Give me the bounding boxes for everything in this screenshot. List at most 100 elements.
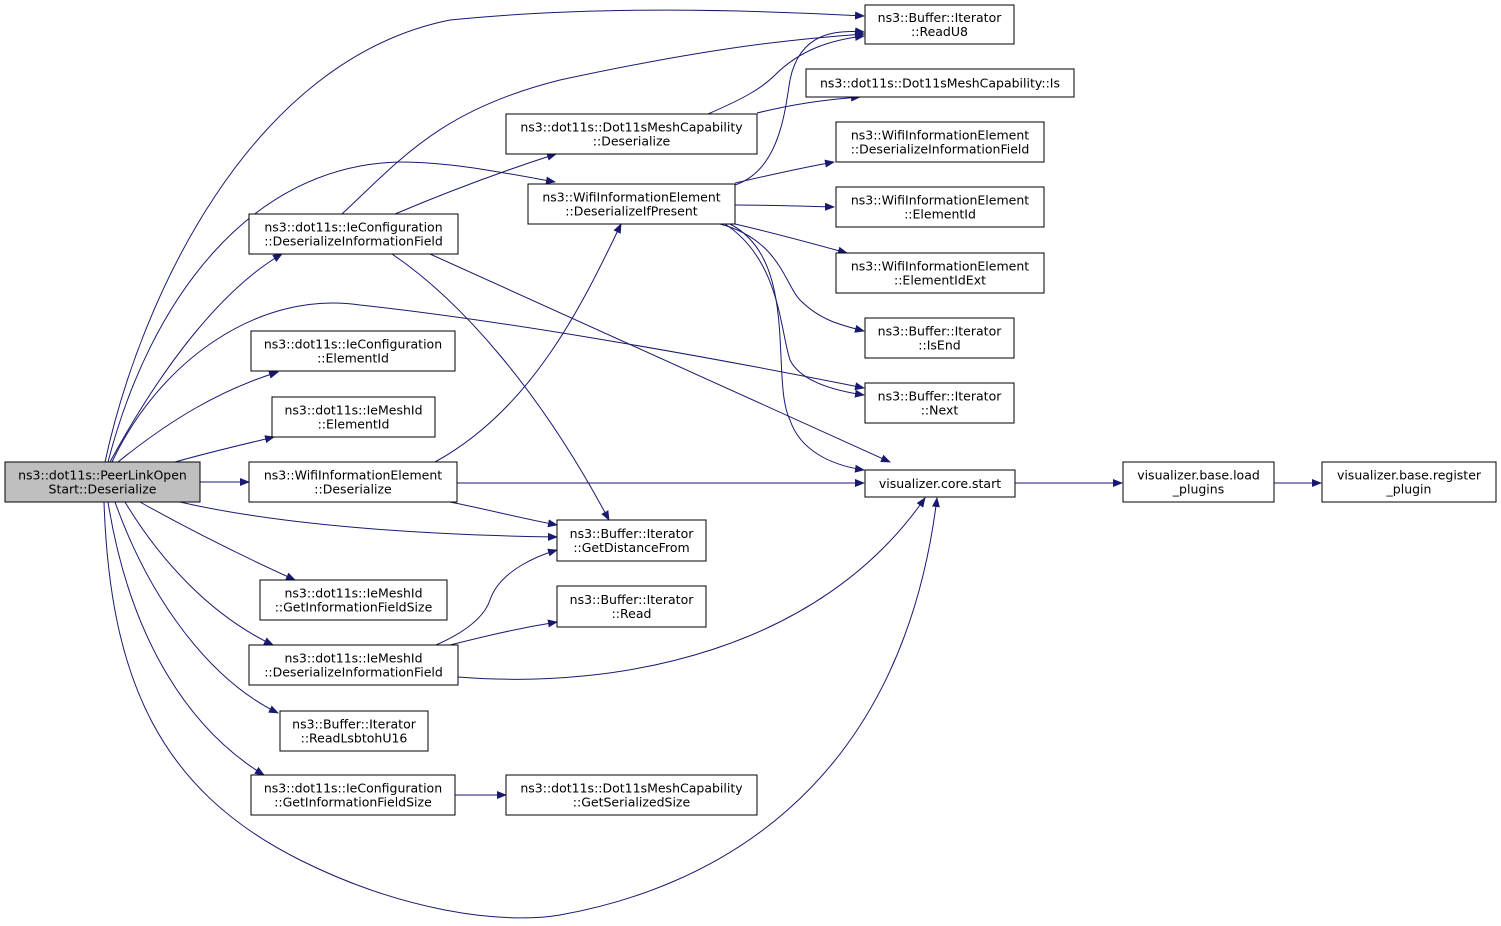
node-label-line: ns3::dot11s::PeerLinkOpen — [18, 468, 187, 483]
edge-root-ieconf-getinfosize — [107, 501, 265, 776]
node-visualizer-base-register-plugin[interactable]: visualizer.base.register_plugin — [1321, 461, 1497, 503]
edge-wieifpresent-readu8 — [734, 27, 865, 186]
node-buffer-iterator-readu8[interactable]: ns3::Buffer::Iterator::ReadU8 — [864, 4, 1015, 45]
node-label-line: ::ElementId — [318, 417, 390, 432]
node-box — [4, 461, 201, 503]
node-box — [556, 519, 707, 562]
edge-wiedeser-wieifpresent — [434, 223, 622, 463]
node-wifiinfoelement-elementid[interactable]: ns3::WifiInformationElement::ElementId — [835, 186, 1045, 228]
node-label-line: ns3::dot11s::Dot11sMeshCapability::Is — [820, 76, 1060, 91]
node-label-line: ::DeserializeInformationField — [264, 234, 443, 249]
node-label-line: ns3::WifiInformationElement — [542, 190, 720, 205]
edge-iemeshdeser-vizstart — [457, 497, 926, 680]
node-box — [556, 585, 707, 628]
node-iemeshid-elementid[interactable]: ns3::dot11s::IeMeshId::ElementId — [271, 396, 436, 438]
node-label-line: ns3::dot11s::IeConfiguration — [264, 220, 442, 235]
node-label-line: ::Deserialize — [593, 134, 671, 149]
node-box — [248, 213, 459, 255]
node-box — [259, 579, 448, 621]
edge-wieifpresent-isend — [719, 223, 865, 333]
node-label-line: ns3::dot11s::IeMeshId — [284, 403, 422, 418]
node-label-line: ns3::WifiInformationElement — [851, 193, 1029, 208]
edge-wieifpresent-next — [724, 223, 865, 398]
node-buffer-iterator-read[interactable]: ns3::Buffer::Iterator::Read — [556, 585, 707, 628]
edge-root-viz-start — [103, 497, 940, 919]
node-label-line: ::ReadU8 — [911, 24, 968, 39]
node-label-line: ::Read — [612, 606, 652, 621]
edge-root-iemesh-elementid — [174, 435, 275, 463]
node-peerlinkopen-deserialize[interactable]: ns3::dot11s::PeerLinkOpenStart::Deserial… — [4, 461, 201, 503]
edge-iemeshdeser-getdistance — [435, 548, 558, 646]
node-wifiinfoelement-deserializeinformationfield[interactable]: ns3::WifiInformationElement::Deserialize… — [835, 121, 1045, 163]
edge-wiedeser-getdistance — [449, 501, 558, 528]
edge-ieconf-readu8 — [341, 30, 865, 215]
node-label-line: ns3::Buffer::Iterator — [570, 592, 695, 607]
node-label-line: ns3::Buffer::Iterator — [570, 526, 695, 541]
node-label-line: ::IsEnd — [918, 338, 960, 353]
node-label-line: ns3::WifiInformationElement — [851, 259, 1029, 274]
node-box — [505, 113, 758, 155]
node-label-line: ::Next — [921, 403, 959, 418]
node-label-line: ns3::WifiInformationElement — [264, 468, 442, 483]
edge-root-getdistance — [179, 501, 558, 541]
node-box — [271, 396, 436, 438]
edge-root-iemesh-deser-info — [124, 501, 274, 646]
node-label-line: ::Deserialize — [314, 482, 392, 497]
edge-ieconf-meshcapdeser — [394, 152, 557, 215]
node-label-line: ns3::dot11s::IeConfiguration — [264, 337, 442, 352]
node-visualizer-base-load-plugins[interactable]: visualizer.base.load_plugins — [1122, 461, 1275, 503]
node-box — [864, 4, 1015, 45]
node-label-line: ns3::Buffer::Iterator — [878, 10, 1003, 25]
node-label-line: visualizer.core.start — [879, 476, 1001, 491]
node-buffer-iterator-isend[interactable]: ns3::Buffer::Iterator::IsEnd — [864, 317, 1015, 359]
node-label-line: ns3::Buffer::Iterator — [292, 717, 417, 732]
call-nodes: ns3::dot11s::PeerLinkOpenStart::Deserial… — [4, 4, 1497, 816]
node-box — [250, 330, 456, 372]
node-label-line: ::DeserializeInformationField — [851, 142, 1030, 157]
node-wifiinfoelement-elementidext[interactable]: ns3::WifiInformationElement::ElementIdEx… — [835, 252, 1045, 294]
node-label-line: visualizer.base.load — [1137, 468, 1260, 483]
node-label-line: ns3::dot11s::IeMeshId — [284, 586, 422, 601]
node-label-line: ::ElementId — [904, 207, 976, 222]
node-visualizer-core-start[interactable]: visualizer.core.start — [864, 469, 1016, 498]
node-ieconfiguration-elementid[interactable]: ns3::dot11s::IeConfiguration::ElementId — [250, 330, 456, 372]
edge-wieifpresent-wieelementidext — [734, 223, 848, 255]
node-box — [835, 186, 1045, 228]
node-wifiinfoelement-deserialize[interactable]: ns3::WifiInformationElement::Deserialize — [248, 461, 458, 503]
node-label-line: ns3::dot11s::Dot11sMeshCapability — [520, 120, 743, 135]
node-ieconfiguration-getinformationfieldsize[interactable]: ns3::dot11s::IeConfiguration::GetInforma… — [250, 774, 456, 816]
node-label-line: visualizer.base.register — [1337, 468, 1482, 483]
node-meshcapability-deserialize[interactable]: ns3::dot11s::Dot11sMeshCapability::Deser… — [505, 113, 758, 155]
node-box — [527, 183, 736, 225]
edge-wieifpresent-wieelementid — [734, 202, 835, 211]
edge-root-readu8 — [104, 9, 865, 463]
edge-root-iemesh-getinfosize — [139, 501, 296, 581]
edge-root-readlsb — [114, 501, 279, 714]
node-label-line: ::GetInformationFieldSize — [274, 795, 432, 810]
call-edges — [103, 9, 1322, 919]
node-buffer-iterator-next[interactable]: ns3::Buffer::Iterator::Next — [864, 382, 1015, 424]
node-meshcapability-is[interactable]: ns3::dot11s::Dot11sMeshCapability::Is — [805, 68, 1075, 98]
node-label-line: ::ElementId — [317, 351, 389, 366]
node-meshcapability-getserializedsize[interactable]: ns3::dot11s::Dot11sMeshCapability::GetSe… — [505, 774, 758, 816]
node-iemeshid-deserializeinformationfield[interactable]: ns3::dot11s::IeMeshId::DeserializeInform… — [248, 644, 459, 686]
node-box — [864, 469, 1016, 498]
edge-meshcapdeser-is — [756, 93, 861, 114]
node-wifiinfoelement-deserializeifpresent[interactable]: ns3::WifiInformationElement::Deserialize… — [527, 183, 736, 225]
node-label-line: ::ReadLsbtohU16 — [301, 731, 408, 746]
node-buffer-iterator-readlsbtohu16[interactable]: ns3::Buffer::Iterator::ReadLsbtohU16 — [279, 710, 429, 752]
edge-iemeshdeser-read — [449, 619, 558, 646]
node-iemeshid-getinformationfieldsize[interactable]: ns3::dot11s::IeMeshId::GetInformationFie… — [259, 579, 448, 621]
node-box — [864, 317, 1015, 359]
node-label-line: ns3::dot11s::IeMeshId — [284, 651, 422, 666]
edge-root-wie-deser-ifpresent — [107, 161, 556, 463]
node-label-line: ns3::dot11s::Dot11sMeshCapability — [520, 781, 743, 796]
edge-root-ieconf-deser-info — [109, 253, 283, 463]
node-box — [1321, 461, 1497, 503]
edge-root-ieconf-elementid — [117, 370, 279, 463]
node-buffer-iterator-getdistancefrom[interactable]: ns3::Buffer::Iterator::GetDistanceFrom — [556, 519, 707, 562]
node-label-line: ns3::Buffer::Iterator — [878, 389, 1003, 404]
node-label-line: _plugins — [1172, 482, 1224, 497]
node-ieconfiguration-deserializeinformationfield[interactable]: ns3::dot11s::IeConfiguration::Deserializ… — [248, 213, 459, 255]
